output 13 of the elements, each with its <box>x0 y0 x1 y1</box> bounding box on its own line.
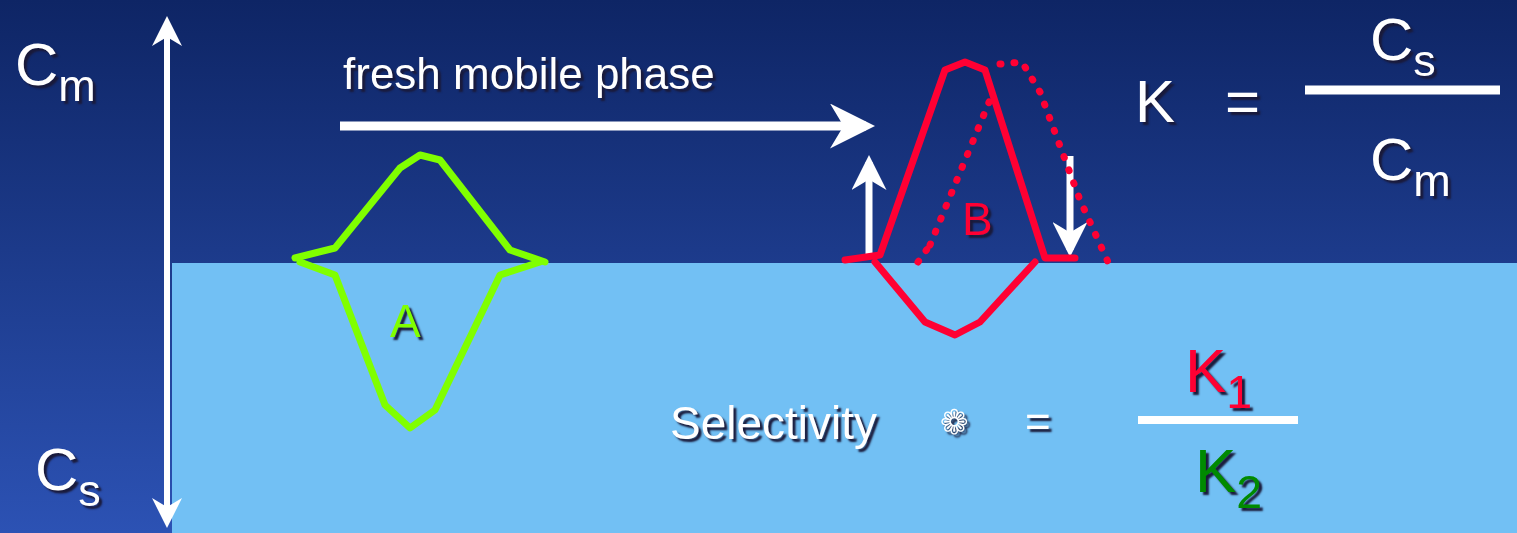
formula-symbol: C$_{m}$ <box>1370 130 1451 203</box>
formula-symbol: K$_{1}$ <box>1185 340 1253 416</box>
equals-sign: = <box>1225 72 1261 132</box>
formula-symbol: ❁ <box>940 405 968 439</box>
equals-sign: = <box>1025 400 1051 444</box>
formula-symbol: K$_{2}$ <box>1195 440 1263 516</box>
formula-symbol: K <box>1135 72 1176 132</box>
flow-label: fresh mobile phase <box>343 52 715 96</box>
peak-label: B <box>962 196 993 242</box>
axis-label: C$_{m}$ <box>15 35 96 108</box>
axis-label: C$_{s}$ <box>35 440 101 513</box>
peak-label: A <box>390 298 421 344</box>
formula-symbol: C$_{s}$ <box>1370 10 1436 83</box>
